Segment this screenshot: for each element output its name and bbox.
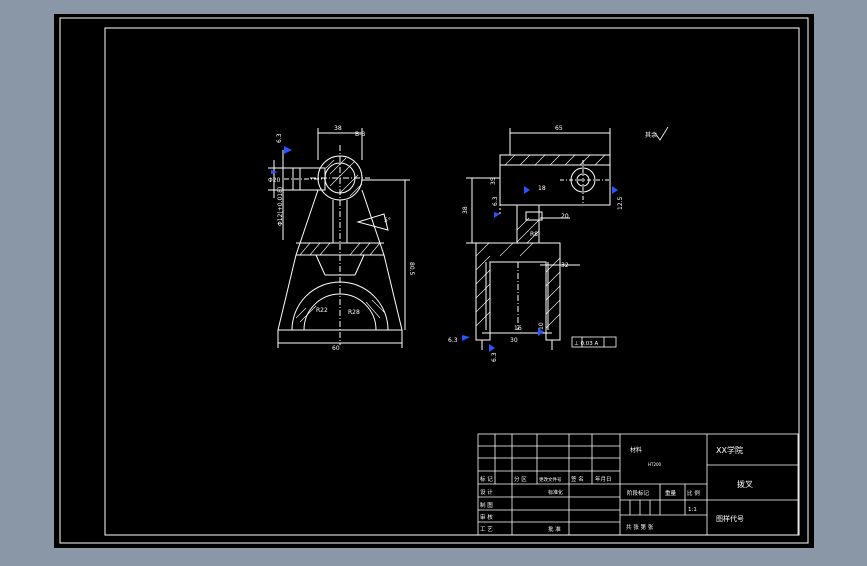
dim-bottom-width-right: 30 — [510, 337, 518, 344]
tolerance-frame — [571, 336, 617, 348]
dim-rough-top: 6.3 — [276, 133, 283, 143]
row-standard: 标准化 — [548, 489, 563, 496]
side-view-dimensions: 65 38 35 20 32 R8 30 16 18 6.3 12.5 6.3 … — [448, 125, 657, 362]
front-view-hatch — [295, 157, 385, 323]
roughness-marker-icon — [489, 344, 495, 352]
sheet-outer-border — [59, 17, 809, 544]
drawing-sheet — [54, 14, 814, 548]
side-view-hatch — [475, 154, 606, 329]
part-name: 拨叉 — [737, 479, 753, 489]
dim-height1: 38 — [462, 206, 469, 214]
dim-small-h: 20 — [561, 213, 569, 220]
material-label: 材料 — [630, 446, 642, 454]
neck-slot — [525, 211, 543, 221]
header-zone: 分 区 — [514, 475, 527, 483]
dim-bore: Φ20 — [268, 177, 281, 184]
dim-taper: 5° — [384, 217, 391, 224]
fork-u — [475, 242, 561, 341]
roughness-marker-icon — [612, 186, 618, 194]
dim-bottom-width: 60 — [332, 345, 340, 352]
row-draw: 制 图 — [480, 501, 493, 509]
material-value: HT200 — [648, 462, 662, 467]
roughness-marker-icon — [271, 170, 278, 174]
roughness-marker-icon — [284, 146, 292, 154]
dim-rough-bottom: 6.3 — [448, 337, 458, 344]
header-sign: 签 名 — [571, 475, 584, 483]
header-mark: 标 记 — [480, 475, 493, 483]
header-stage: 阶段标记 — [627, 489, 650, 497]
dim-fork-width: 18 — [538, 185, 546, 192]
dim-height: 80.5 — [408, 262, 415, 276]
header-date: 年月日 — [595, 475, 612, 483]
side-view-markers — [462, 186, 618, 352]
dim-height2: 35 — [490, 177, 497, 185]
title-block-text: XX学院 拨叉 图样代号 材料 HT200 标 记 分 区 更改文件号 签 名 … — [480, 445, 753, 533]
front-view-dimensions: 38 B-B 60 80.5 Φ20 R22 R28 Φ12(+0.018) 5… — [268, 125, 415, 352]
school-name: XX学院 — [716, 445, 743, 455]
title-block — [477, 433, 799, 536]
roughness-marker-icon — [462, 335, 470, 341]
dim-top-width-right: 65 — [555, 125, 563, 132]
side-view — [466, 128, 611, 350]
roughness-marker-icon — [494, 212, 500, 218]
section-label: B-B — [355, 131, 365, 138]
scale-value: 1:1 — [688, 507, 697, 513]
row-check: 审 核 — [480, 513, 493, 521]
row-process: 工 艺 — [480, 526, 493, 533]
roughness-marker-icon — [524, 186, 530, 194]
sheet-inner-border — [104, 27, 800, 536]
dim-depth: 32 — [561, 262, 569, 269]
dim-side-h: 10 — [538, 322, 545, 330]
dim-r-small: R8 — [530, 231, 538, 238]
dim-arc-r2: R28 — [348, 309, 360, 316]
header-ratio: 比 例 — [687, 489, 700, 497]
row-approve: 批 准 — [548, 525, 561, 533]
header-weight: 重量 — [665, 489, 677, 497]
roughness-marker-icon — [538, 328, 544, 336]
drawing-code-label: 图样代号 — [716, 514, 744, 523]
dim-bore-d: 6.3 — [491, 352, 498, 362]
roughness-note: 其余 — [645, 131, 657, 139]
sheet-count: 共 张 第 张 — [626, 523, 654, 531]
header-doc-no: 更改文件号 — [539, 476, 562, 483]
dim-arc-r: R22 — [316, 307, 328, 314]
dim-rough-right: 12.5 — [617, 196, 624, 210]
dim-gap: 16 — [514, 325, 522, 332]
row-design: 设 计 — [480, 488, 493, 496]
tolerance-text: ⊥ 0.03 A — [574, 341, 599, 347]
roughness-check-icon — [654, 126, 669, 141]
dim-rough-left: 6.3 — [492, 196, 499, 206]
front-view-markers — [271, 146, 292, 174]
dim-side: Φ12(+0.018) — [277, 187, 284, 226]
dim-top-width: 38 — [334, 125, 342, 132]
